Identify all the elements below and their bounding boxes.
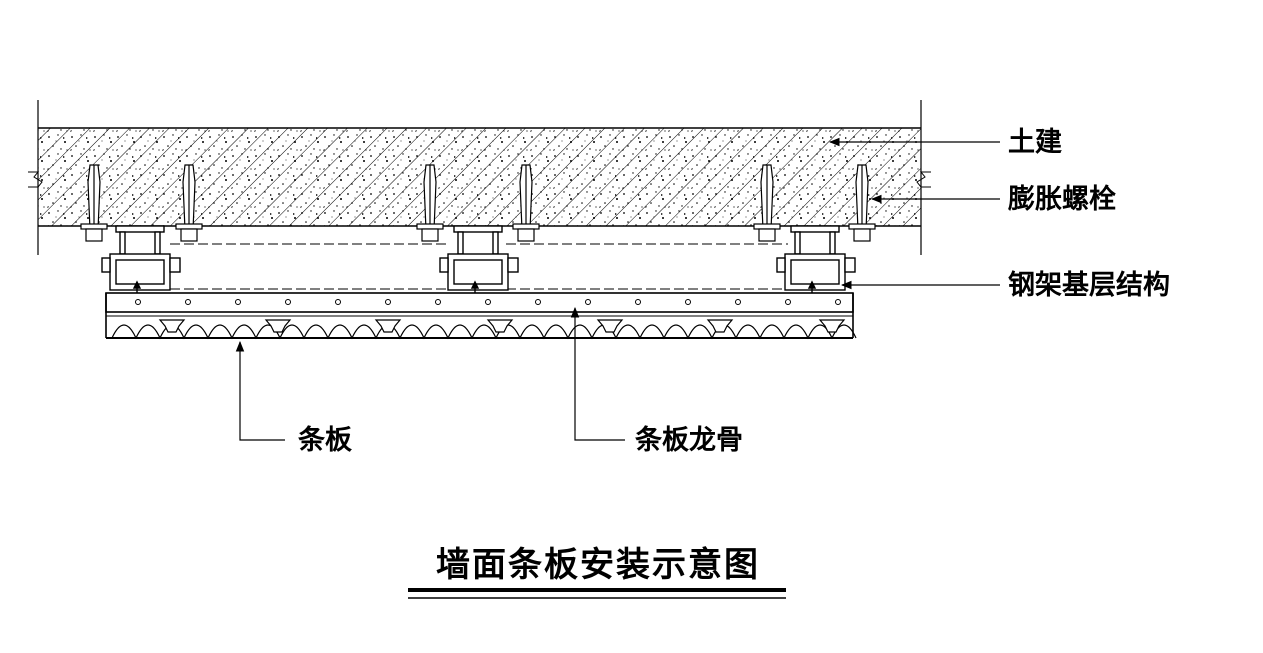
strip-panel (105, 293, 857, 340)
keel-hole (835, 299, 841, 305)
leader-lines (235, 137, 1000, 441)
keel-hole (185, 299, 191, 305)
keel-hole (535, 299, 541, 305)
bracket (101, 225, 181, 300)
label-civil: 土建 (1008, 127, 1062, 158)
label-strip-panel: 条板 (298, 425, 352, 456)
expansion-bolt (416, 164, 444, 242)
panel-clip (158, 319, 186, 333)
keel-hole (785, 299, 791, 305)
keel-hole (685, 299, 691, 305)
keel-hole (485, 299, 491, 305)
keel-hole (585, 299, 591, 305)
keel-hole (335, 299, 341, 305)
keel-hole (285, 299, 291, 305)
diagram-title: 墙面条板安装示意图 (436, 545, 760, 585)
panel-clip (706, 319, 734, 333)
panel-clip (486, 319, 514, 333)
bracket (776, 225, 856, 300)
panel-wave-profile (111, 324, 857, 340)
expansion-bolts (80, 164, 876, 242)
bracket (439, 225, 519, 300)
panel-clip (818, 319, 846, 333)
label-expansion-bolt: 膨胀螺栓 (1008, 184, 1116, 215)
keel-hole (385, 299, 391, 305)
keel-hole (435, 299, 441, 305)
steel-frame-rails (170, 243, 788, 290)
expansion-bolt (80, 164, 108, 242)
keel-hole (135, 299, 141, 305)
expansion-bolt (175, 164, 203, 242)
expansion-bolt (512, 164, 540, 242)
panel-clip (264, 319, 292, 333)
expansion-bolt (848, 164, 876, 242)
panel-clip (596, 319, 624, 333)
keel-hole (735, 299, 741, 305)
panel-clip (374, 319, 402, 333)
keel-hole (235, 299, 241, 305)
label-steel-frame: 钢架基层结构 (1008, 270, 1170, 301)
expansion-bolt (753, 164, 781, 242)
label-strip-keel: 条板龙骨 (635, 425, 743, 456)
keel-hole (635, 299, 641, 305)
strip-panel-keel (105, 292, 854, 313)
